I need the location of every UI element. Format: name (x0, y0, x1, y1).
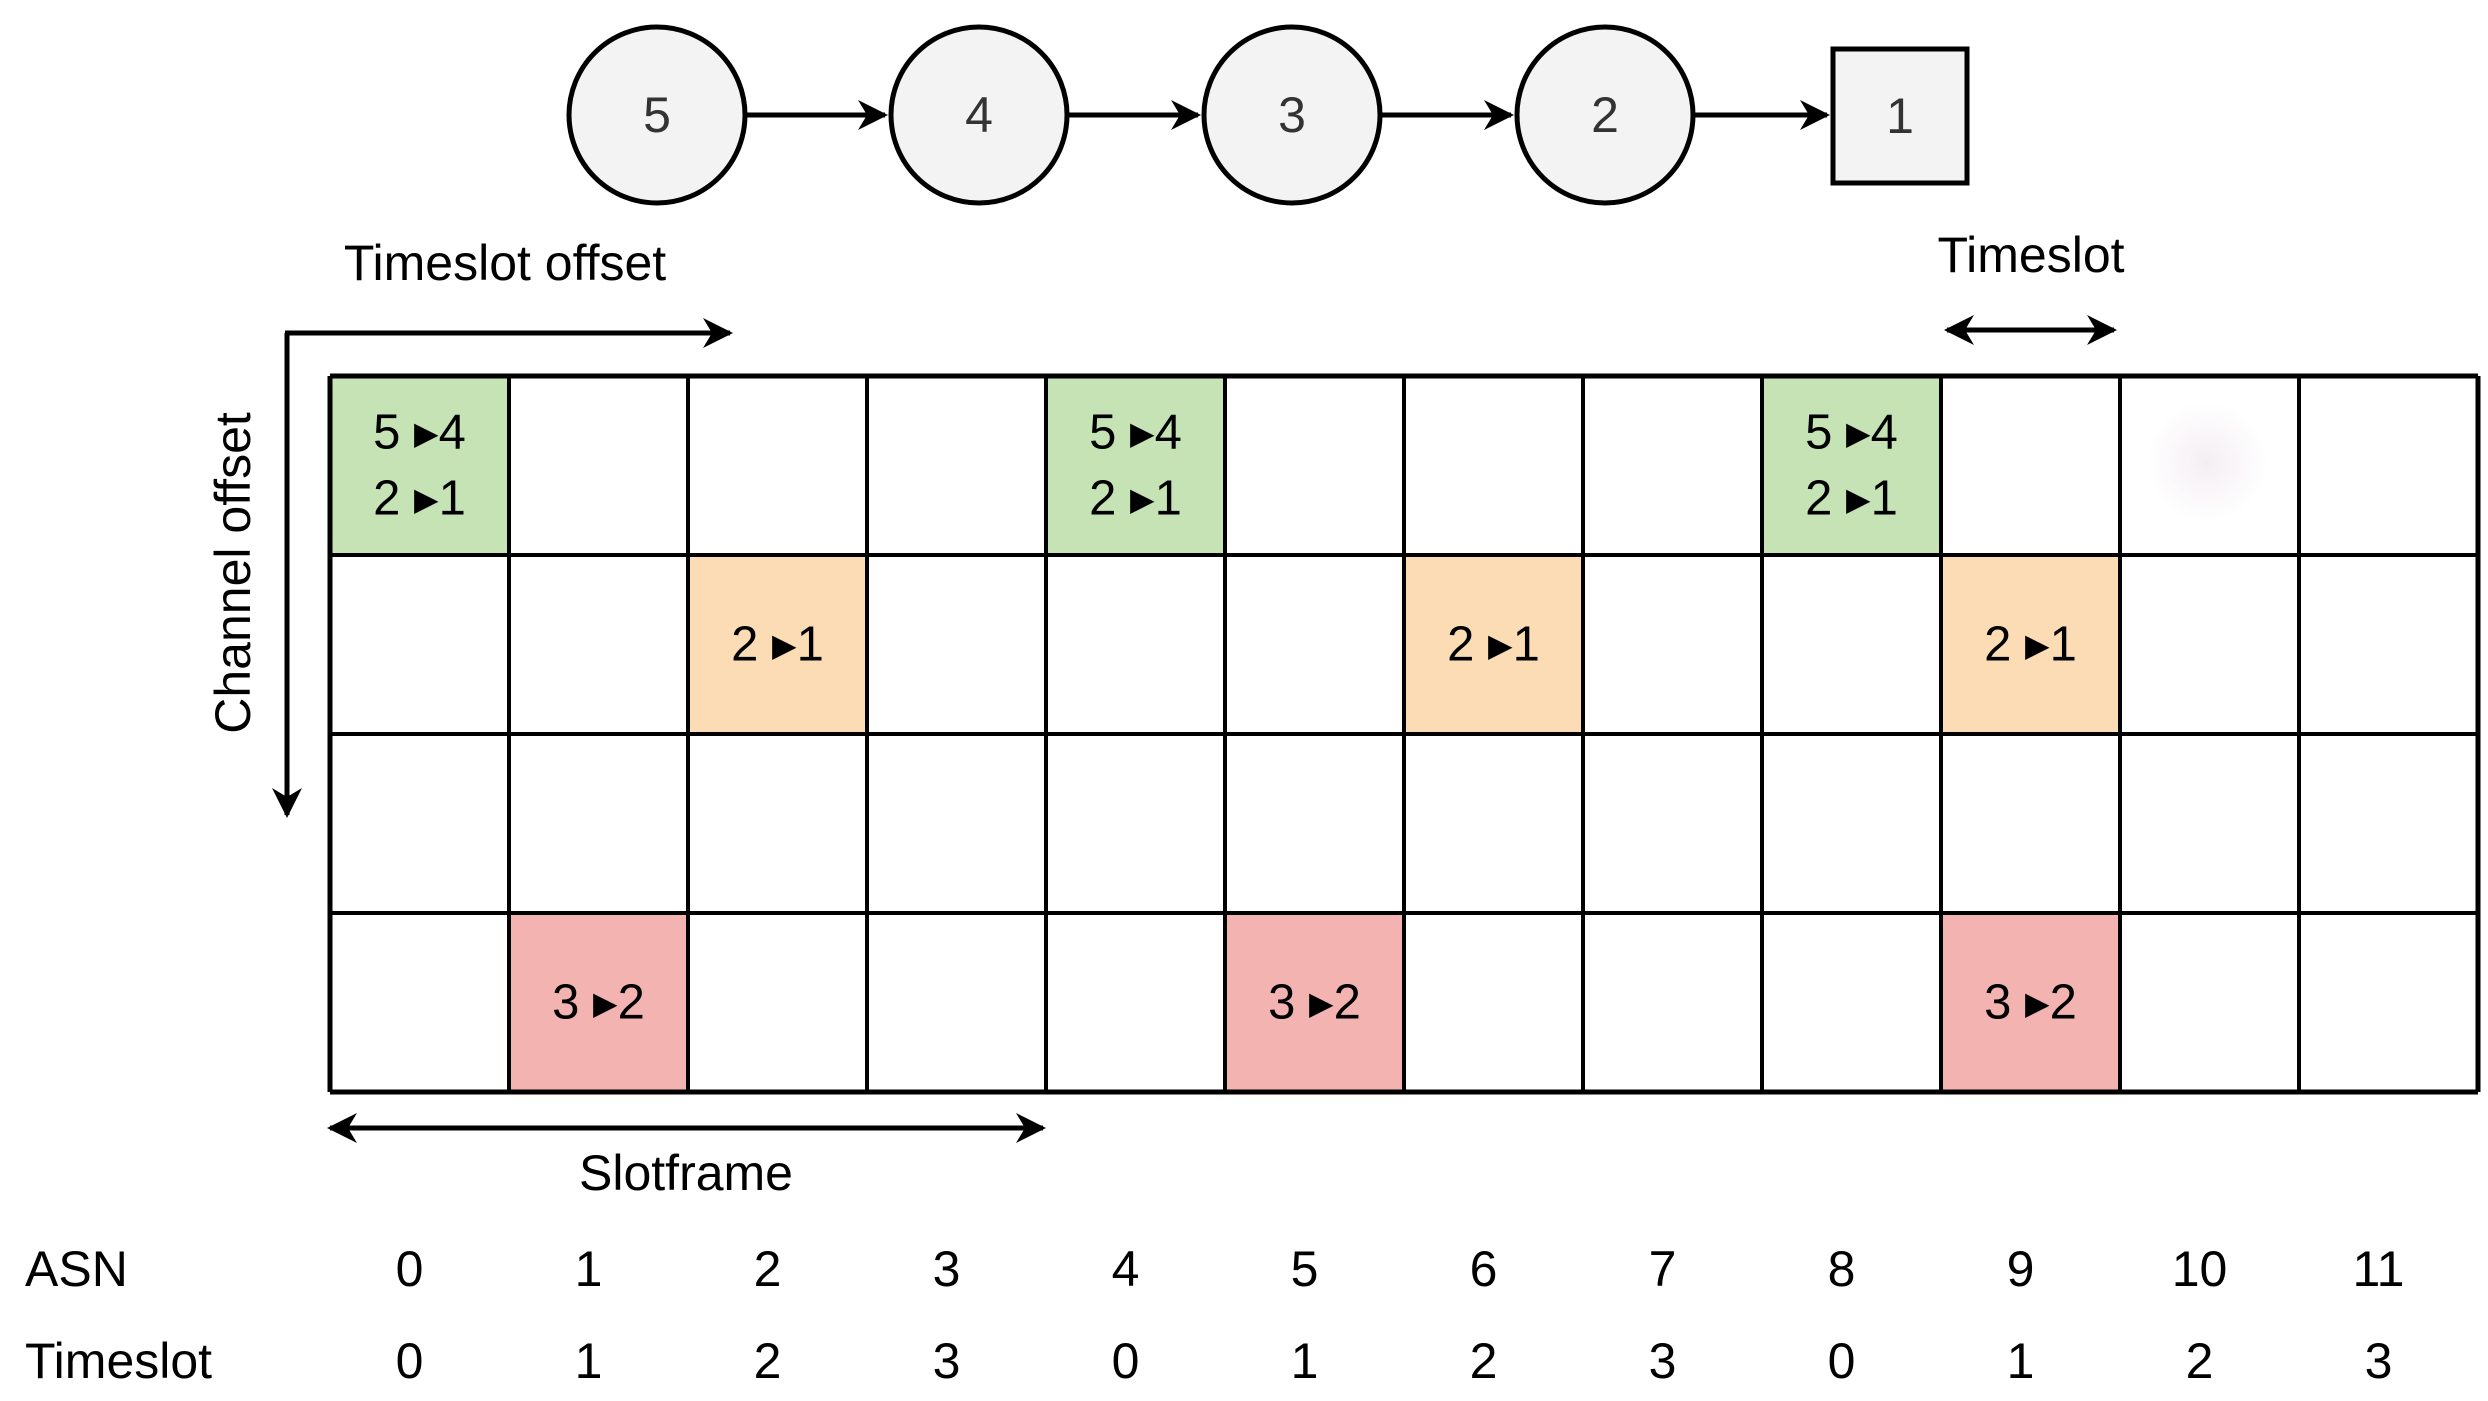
cell-link-label: 2 ▸1 (1447, 618, 1540, 672)
node-2-circle (1514, 24, 1696, 206)
node-4: 4 (888, 24, 1070, 206)
cell-link-label: 2 ▸1 (1805, 472, 1898, 526)
cell-smudge (2147, 402, 2267, 522)
asn-value: 7 (1649, 1241, 1677, 1297)
node-chain: 5 4 3 2 1 (566, 24, 1970, 206)
node-4-label: 4 (965, 87, 993, 143)
timeslot-values: 0 1 2 3 0 1 2 3 0 1 2 3 (396, 1333, 2393, 1389)
channel-offset-label: Channel offset (205, 412, 261, 734)
node-1-square (1830, 46, 1970, 186)
schedule-cell-fill (509, 913, 688, 1092)
timeslot-row-label: Timeslot (25, 1333, 212, 1389)
cell-link-label: 5 ▸4 (1805, 406, 1898, 460)
asn-value: 3 (933, 1241, 961, 1297)
schedule-cell-fill (1941, 913, 2120, 1092)
timeslot-span-label: Timeslot (1937, 227, 2124, 283)
timeslot-value: 0 (1828, 1333, 1856, 1389)
cell-link-label: 5 ▸4 (373, 406, 466, 460)
timeslot-value: 0 (1112, 1333, 1140, 1389)
timeslot-offset-label: Timeslot offset (344, 235, 666, 291)
schedule-grid: 5 ▸4 2 ▸1 5 ▸4 2 ▸1 5 ▸4 2 ▸1 2 ▸1 2 ▸1 2 ▸1 3 ▸2… (327, 373, 2481, 1095)
cell-link-label: 5 ▸4 (1089, 406, 1182, 460)
cell-link-label: 3 ▸2 (1984, 976, 2077, 1030)
asn-value: 11 (2353, 1241, 2405, 1297)
node-1-label: 1 (1886, 88, 1914, 144)
node-2-label: 2 (1591, 87, 1619, 143)
asn-value: 0 (396, 1241, 424, 1297)
schedule-cell-fill (1225, 913, 1404, 1092)
node-5-label: 5 (643, 87, 671, 143)
timeslot-value: 1 (2007, 1333, 2035, 1389)
cell-link-label: 3 ▸2 (1268, 976, 1361, 1030)
asn-row-label: ASN (25, 1241, 128, 1297)
node-2: 2 (1514, 24, 1696, 206)
slotframe-label: Slotframe (579, 1145, 793, 1201)
asn-value: 5 (1291, 1241, 1319, 1297)
asn-value: 4 (1112, 1241, 1140, 1297)
timeslot-value: 3 (2365, 1333, 2393, 1389)
cell-link-label: 2 ▸1 (1984, 618, 2077, 672)
node-3: 3 (1201, 24, 1383, 206)
timeslot-value: 2 (754, 1333, 782, 1389)
node-1: 1 (1830, 46, 1970, 186)
cell-link-label: 2 ▸1 (731, 618, 824, 672)
timeslot-value: 3 (1649, 1333, 1677, 1389)
timeslot-value: 0 (396, 1333, 424, 1389)
node-4-circle (888, 24, 1070, 206)
asn-value: 6 (1470, 1241, 1498, 1297)
schedule-cell-fill (1762, 376, 1941, 555)
timeslot-value: 2 (1470, 1333, 1498, 1389)
schedule-cell-fill (1941, 555, 2120, 734)
asn-values: 0 1 2 3 4 5 6 7 8 9 10 11 (396, 1241, 2405, 1297)
timeslot-value: 3 (933, 1333, 961, 1389)
schedule-cell-fill (330, 376, 509, 555)
schedule-cell-fill (1404, 555, 1583, 734)
cell-link-label: 2 ▸1 (1089, 472, 1182, 526)
schedule-cell-fill (688, 555, 867, 734)
asn-value: 9 (2007, 1241, 2035, 1297)
asn-value: 1 (575, 1241, 603, 1297)
asn-value: 2 (754, 1241, 782, 1297)
schedule-cell-fill (1046, 376, 1225, 555)
timeslot-value: 1 (1291, 1333, 1319, 1389)
cell-link-label: 3 ▸2 (552, 976, 645, 1030)
node-5-circle (566, 24, 748, 206)
node-3-label: 3 (1278, 87, 1306, 143)
timeslot-value: 1 (575, 1333, 603, 1389)
asn-value: 8 (1828, 1241, 1856, 1297)
timeslot-value: 2 (2186, 1333, 2214, 1389)
asn-value: 10 (2172, 1241, 2228, 1297)
node-3-circle (1201, 24, 1383, 206)
cell-link-label: 2 ▸1 (373, 472, 466, 526)
node-5: 5 (566, 24, 748, 206)
